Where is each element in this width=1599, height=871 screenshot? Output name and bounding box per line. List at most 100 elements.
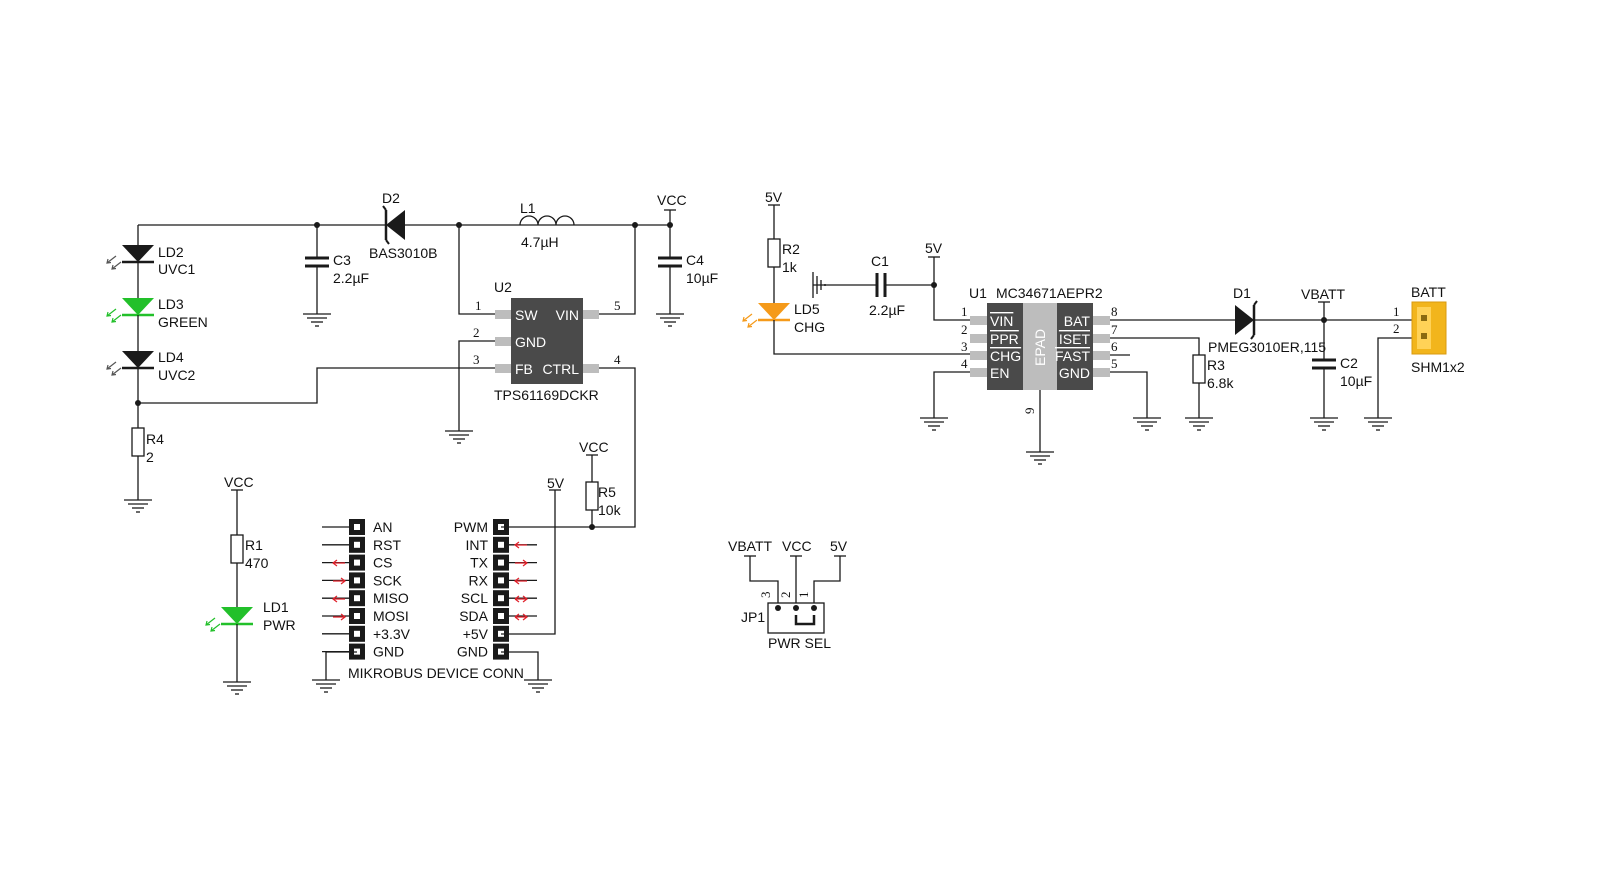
u1-pinnum-1: 1 bbox=[961, 304, 968, 319]
jp1-pin-3: 3 bbox=[758, 592, 773, 599]
u1-pinnum-5: 5 bbox=[1111, 356, 1118, 371]
r2-ref: R2 bbox=[782, 241, 800, 257]
mikrobus-left-label: GND bbox=[373, 644, 404, 660]
u1-pinnum-8: 8 bbox=[1111, 304, 1118, 319]
jp1-net-vbatt: VBATT bbox=[728, 538, 773, 554]
mikrobus-left-label: RST bbox=[373, 537, 401, 553]
diode-d1: D1 PMEG3010ER,115 bbox=[1208, 285, 1326, 355]
u1-pin-fast: FAST bbox=[1055, 348, 1090, 364]
mikrobus-right-label: INT bbox=[465, 537, 488, 553]
mikrobus-pin bbox=[493, 608, 509, 624]
mikrobus-pin bbox=[349, 554, 365, 571]
mikrobus-left-label: SCK bbox=[373, 572, 402, 588]
u2-pinnum-2: 2 bbox=[473, 325, 480, 340]
u1-pin-chg: CHG bbox=[990, 348, 1021, 364]
ld1-value: PWR bbox=[263, 617, 296, 633]
ic-u2: SW GND FB VIN CTRL 1 2 3 5 4 U2 TPS61169… bbox=[444, 225, 621, 444]
resistor-r4: R4 2 bbox=[123, 427, 164, 513]
u2-pin-gnd: GND bbox=[515, 334, 546, 350]
power-led-circuit: VCC R1 470 LD1 PWR bbox=[205, 474, 296, 695]
u1-pinnum-2: 2 bbox=[961, 322, 968, 337]
r1-ref: R1 bbox=[245, 537, 263, 553]
resistor-r5: VCC R5 10k bbox=[579, 439, 622, 527]
battery-connector: 1 2 BATT SHM1x2 bbox=[1363, 284, 1465, 431]
u1-pinnum-6: 6 bbox=[1111, 339, 1118, 354]
signal-direction-arrows bbox=[332, 541, 528, 621]
u1-ref: U1 bbox=[969, 285, 987, 301]
jumper-jp1: VBATT VCC 5V 3 2 1 JP1 PWR SEL bbox=[728, 538, 848, 651]
ld2-ref: LD2 bbox=[158, 244, 184, 260]
mikrobus-5v-label: 5V bbox=[547, 475, 565, 491]
mikrobus-right-label: PWM bbox=[454, 519, 488, 535]
diode-d2: D2 BAS3010B bbox=[369, 190, 438, 261]
mikrobus-pin bbox=[349, 536, 365, 553]
jp1-pin-2: 2 bbox=[778, 592, 793, 599]
capacitor-c3: C3 2.2µF bbox=[302, 225, 369, 327]
mikrobus-left-label: +3.3V bbox=[373, 626, 411, 642]
u2-pinnum-4: 4 bbox=[614, 352, 621, 367]
u1-part: MC34671AEPR2 bbox=[996, 285, 1103, 301]
mikrobus-right-label: SDA bbox=[459, 608, 488, 624]
vin-rail: 5V bbox=[925, 240, 943, 256]
ld3-ref: LD3 bbox=[158, 296, 184, 312]
batt-value: SHM1x2 bbox=[1411, 359, 1465, 375]
u1-epad: EPAD bbox=[1032, 329, 1048, 366]
r3-ref: R3 bbox=[1207, 357, 1225, 373]
u1-pinnum-4: 4 bbox=[961, 356, 968, 371]
r4-ref: R4 bbox=[146, 431, 164, 447]
led-ld4: LD4 UVC2 bbox=[106, 349, 196, 383]
r3-value: 6.8k bbox=[1207, 375, 1234, 391]
u1-pin-vin: VIN bbox=[990, 313, 1013, 329]
mikrobus-pin bbox=[493, 554, 509, 571]
u1-pin-ppr: PPR bbox=[990, 331, 1019, 347]
c3-value: 2.2µF bbox=[333, 270, 369, 286]
c4-ref: C4 bbox=[686, 252, 704, 268]
jp1-net-5v: 5V bbox=[830, 538, 848, 554]
mikrobus-right-label: SCL bbox=[461, 590, 488, 606]
r5-rail: VCC bbox=[579, 439, 609, 455]
mikrobus-left-label: MISO bbox=[373, 590, 409, 606]
u2-pin-sw: SW bbox=[515, 307, 538, 323]
ic-u1: EPAD VIN PPR CHG EN BAT ISET FAST GND 1 … bbox=[961, 285, 1118, 414]
jp1-ref: JP1 bbox=[741, 609, 765, 625]
u1-pin-gnd: GND bbox=[1059, 365, 1090, 381]
capacitor-c4: C4 10µF bbox=[655, 225, 718, 327]
mikrobus-right-label: RX bbox=[469, 572, 489, 588]
u2-pin-fb: FB bbox=[515, 361, 533, 377]
c1-value: 2.2µF bbox=[869, 302, 905, 318]
u1-pinnum-7: 7 bbox=[1111, 322, 1118, 337]
mikrobus-right-label: +5V bbox=[463, 626, 489, 642]
r4-value: 2 bbox=[146, 449, 154, 465]
pwr-vcc-label: VCC bbox=[224, 474, 254, 490]
jp1-pin-1: 1 bbox=[796, 592, 811, 599]
mikrobus-pin bbox=[349, 590, 365, 607]
r5-value: 10k bbox=[598, 502, 622, 518]
mikrobus-right-label: TX bbox=[470, 555, 489, 571]
d2-ref: D2 bbox=[382, 190, 400, 206]
u2-pin-ctrl: CTRL bbox=[542, 361, 579, 377]
c2-value: 10µF bbox=[1340, 373, 1372, 389]
u1-pin-bat: BAT bbox=[1064, 313, 1091, 329]
r2-value: 1k bbox=[782, 259, 798, 275]
ld3-value: GREEN bbox=[158, 314, 208, 330]
led-ld3: LD3 GREEN bbox=[106, 296, 208, 330]
mikrobus-pin bbox=[349, 608, 365, 624]
r1-value: 470 bbox=[245, 555, 269, 571]
mikrobus-pin bbox=[493, 572, 509, 589]
l1-ref: L1 bbox=[520, 200, 536, 216]
u2-pin-vin: VIN bbox=[556, 307, 579, 323]
inductor-l1: L1 4.7µH bbox=[519, 200, 575, 250]
led-ld2: LD2 UVC1 bbox=[106, 244, 196, 277]
mikrobus-pin bbox=[493, 590, 509, 607]
mikrobus-pin bbox=[349, 625, 365, 642]
u1-pin-iset: ISET bbox=[1059, 331, 1091, 347]
vbatt-label: VBATT bbox=[1301, 286, 1346, 302]
u1-pinnum-3: 3 bbox=[961, 339, 968, 354]
ld4-value: UVC2 bbox=[158, 367, 196, 383]
u2-part: TPS61169DCKR bbox=[494, 387, 599, 403]
u2-pinnum-1: 1 bbox=[475, 298, 482, 313]
u1-pin-en: EN bbox=[990, 365, 1009, 381]
